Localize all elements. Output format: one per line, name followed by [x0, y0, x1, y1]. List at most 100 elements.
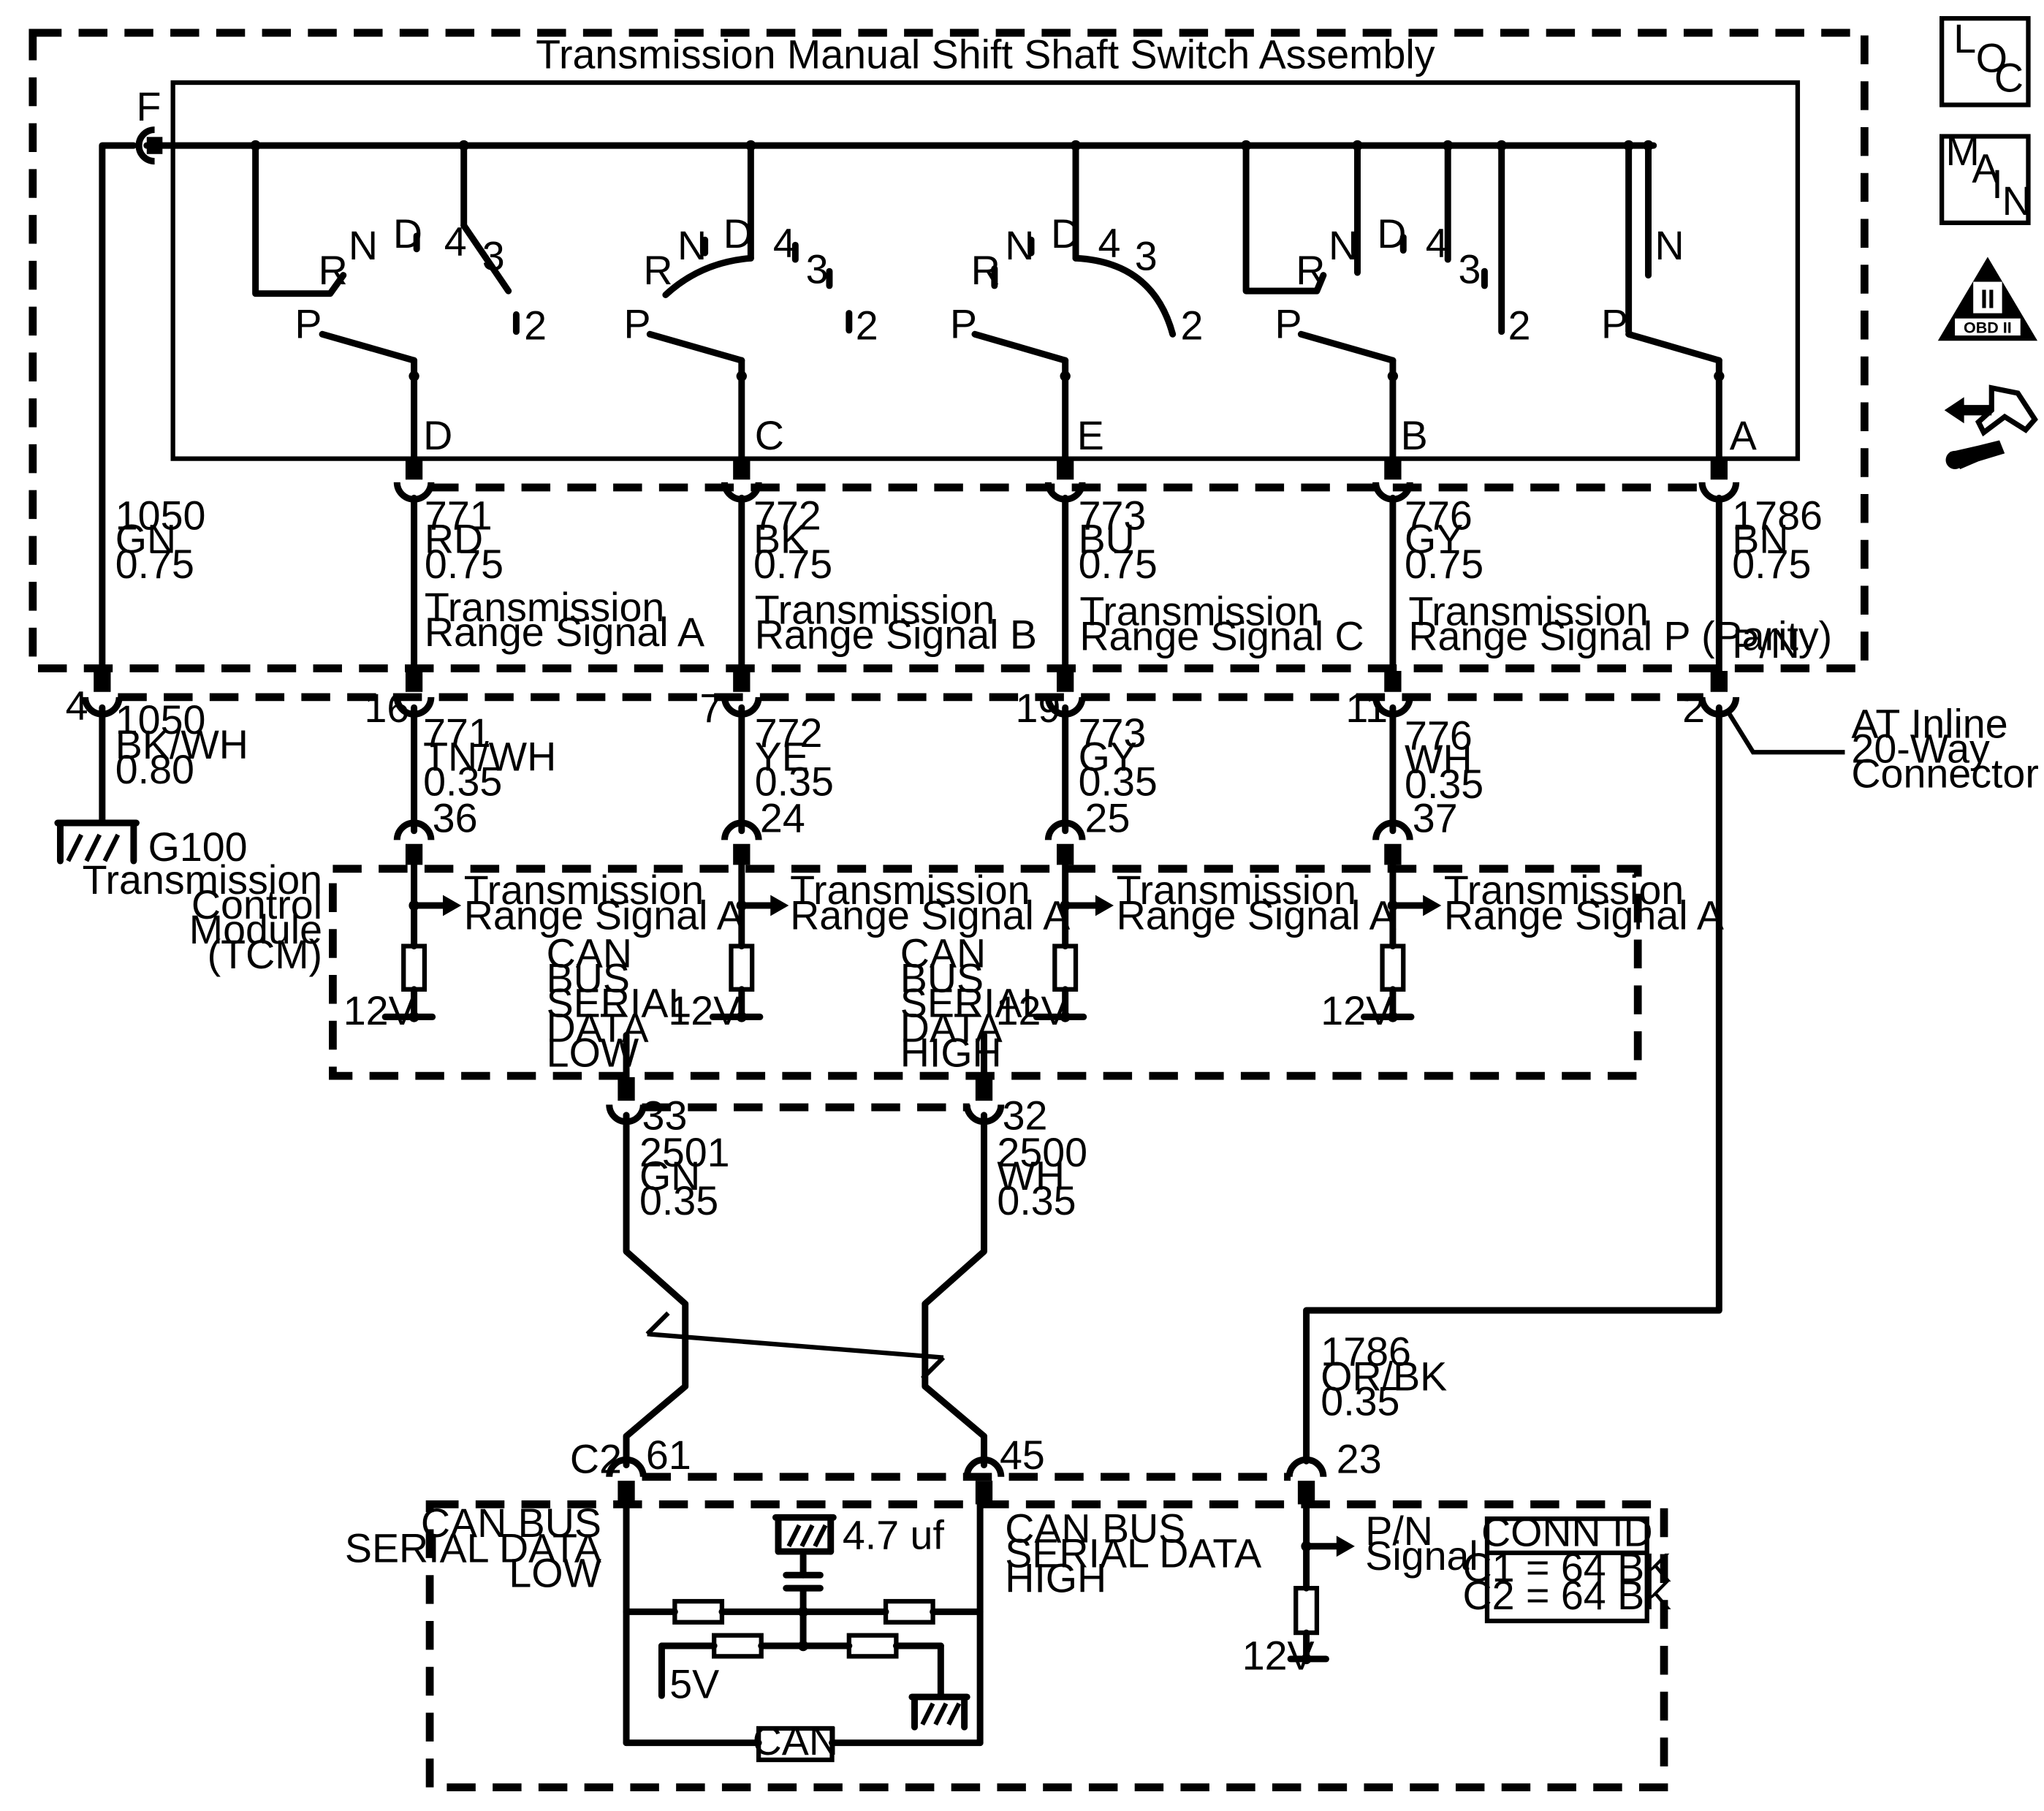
- lower-wire-772-label: 772 YE 0.35: [755, 710, 834, 804]
- upper-wire-776-label: 776 GY 0.75 Transmission Range Signal P …: [1405, 493, 1832, 658]
- svg-text:1050: 1050: [115, 697, 206, 743]
- tcm-channel-1: 36 Transmission Range Signal A 12V: [343, 796, 744, 1034]
- svg-text:C2 = 64 BK: C2 = 64 BK: [1462, 1573, 1671, 1618]
- svg-text:A: A: [1972, 145, 1999, 191]
- svg-text:GN: GN: [115, 517, 176, 562]
- lower-wire-runs: [99, 704, 1722, 1465]
- svg-text:RD: RD: [425, 517, 483, 562]
- ecm-pin-45: 45: [1000, 1432, 1045, 1478]
- lower-wire-773-label: 773 GY 0.35: [1079, 710, 1158, 804]
- lower-wire-776-label: 776 WH 0.35: [1405, 713, 1483, 807]
- svg-text:HIGH: HIGH: [1005, 1556, 1106, 1601]
- svg-text:1050: 1050: [115, 493, 206, 538]
- svg-text:3: 3: [806, 246, 829, 292]
- svg-text:D: D: [1051, 211, 1080, 257]
- svg-text:L: L: [1953, 16, 1976, 61]
- svg-text:Transmission: Transmission: [790, 867, 1030, 913]
- svg-text:SERIAL: SERIAL: [900, 980, 1045, 1025]
- tcm-channel-2: 24 Transmission Range Signal A 12V: [668, 796, 1070, 1034]
- svg-text:AT Inline: AT Inline: [1851, 702, 2007, 747]
- svg-text:GY: GY: [1405, 517, 1463, 562]
- svg-text:Connector: Connector: [1851, 751, 2038, 797]
- svg-text:0.35: 0.35: [755, 759, 834, 804]
- network-ground-icon: [908, 1693, 970, 1731]
- svg-text:0.35: 0.35: [1405, 762, 1483, 807]
- inline-pin-2: 2: [1682, 686, 1705, 731]
- svg-text:GY: GY: [1079, 734, 1137, 779]
- can-block-label: CAN: [753, 1718, 838, 1763]
- svg-text:P: P: [623, 302, 650, 347]
- tcm-can-pins: [606, 1032, 1005, 1125]
- tcm-name: Transmission Control Module (TCM): [83, 857, 322, 977]
- svg-text:Range Signal A: Range Signal A: [464, 892, 744, 938]
- svg-text:Transmission: Transmission: [1117, 867, 1356, 913]
- svg-text:Signal: Signal: [1365, 1533, 1478, 1579]
- svg-text:Transmission: Transmission: [425, 585, 664, 630]
- svg-text:TN/WH: TN/WH: [423, 734, 556, 779]
- upper-wire-771-label: 771 RD 0.75 Transmission Range Signal A: [425, 493, 704, 655]
- svg-text:Transmission: Transmission: [1079, 588, 1319, 634]
- inline-connector-leader: [1728, 713, 1845, 755]
- svg-text:P/N: P/N: [1365, 1508, 1433, 1554]
- svg-text:0.75: 0.75: [1079, 542, 1158, 587]
- svg-text:WH: WH: [997, 1153, 1065, 1199]
- upper-wire-1050-label: 1050 GN 0.75: [115, 493, 206, 586]
- inline-pin-4: 4: [66, 683, 88, 728]
- svg-text:12V: 12V: [1321, 988, 1393, 1033]
- svg-text:CAN: CAN: [900, 930, 986, 976]
- upper-wire-772-label: 772 BK 0.75 Transmission Range Signal B: [753, 493, 1037, 657]
- svg-text:Transmission: Transmission: [83, 857, 322, 903]
- svg-text:12V: 12V: [996, 988, 1068, 1033]
- ecm-connector-label: C2: [570, 1436, 622, 1481]
- switch-e: P R N D 4 3 2: [950, 142, 1203, 471]
- svg-text:P: P: [950, 302, 977, 347]
- svg-text:SERIAL: SERIAL: [547, 980, 691, 1025]
- svg-text:2: 2: [524, 303, 547, 348]
- obd-ii-icon[interactable]: II OBD II: [1937, 257, 2038, 341]
- can-high-pin-32: 32: [1003, 1093, 1048, 1139]
- svg-text:771: 771: [423, 710, 491, 756]
- switch-assembly-title: Transmission Manual Shift Shaft Switch A…: [536, 31, 1435, 77]
- location-icon[interactable]: L O C: [1939, 16, 2031, 107]
- terminal-b-label: B: [1401, 413, 1428, 458]
- svg-text:2: 2: [1180, 303, 1203, 348]
- svg-text:0.80: 0.80: [115, 747, 194, 792]
- pn-lower-wire-label: 1786 OR/BK 0.35: [1321, 1329, 1447, 1424]
- ground-g100-icon: [54, 819, 140, 865]
- ecm-pin-23: 23: [1337, 1436, 1382, 1481]
- svg-text:DATA: DATA: [547, 1005, 649, 1050]
- ecm-boundary: [425, 1500, 1668, 1792]
- svg-text:(TCM): (TCM): [208, 932, 322, 977]
- svg-text:Transmission: Transmission: [1408, 588, 1648, 634]
- five-volt-label: 5V: [669, 1662, 719, 1707]
- lower-wire-771-label: 771 TN/WH 0.35: [423, 710, 556, 804]
- switch-a: P N: [1601, 142, 1725, 471]
- svg-text:776: 776: [1405, 713, 1473, 759]
- terminal-c-label: C: [755, 413, 784, 458]
- svg-text:4: 4: [1098, 220, 1120, 265]
- svg-text:Range Signal A: Range Signal A: [790, 892, 1070, 938]
- svg-text:2: 2: [1508, 303, 1531, 348]
- svg-text:D: D: [723, 211, 753, 257]
- switch-inner-box: [170, 80, 1801, 461]
- svg-text:4: 4: [1426, 220, 1448, 265]
- svg-text:0.75: 0.75: [115, 542, 194, 587]
- svg-text:R: R: [643, 248, 672, 293]
- svg-text:BN: BN: [1732, 517, 1788, 562]
- diagnostic-icon[interactable]: [1944, 384, 2038, 469]
- terminal-f-label: F: [136, 84, 161, 129]
- svg-text:776: 776: [1405, 493, 1473, 538]
- switch-b: P R N D 4 3 2: [1242, 142, 1531, 471]
- ecm-can-network: [623, 1500, 984, 1747]
- svg-text:BK/WH: BK/WH: [115, 722, 248, 767]
- svg-text:Control: Control: [191, 882, 322, 927]
- svg-text:0.75: 0.75: [753, 542, 832, 587]
- svg-text:3: 3: [1459, 246, 1481, 292]
- main-icon[interactable]: M A I N: [1939, 129, 2032, 226]
- can-high-wire: [922, 1112, 987, 1469]
- svg-text:II: II: [1980, 284, 1995, 314]
- inline-pin-19: 19: [1016, 686, 1061, 731]
- svg-text:773: 773: [1079, 710, 1147, 756]
- terminal-e-label: E: [1077, 413, 1104, 458]
- switch-c: P R N D 4 3 2: [623, 142, 878, 471]
